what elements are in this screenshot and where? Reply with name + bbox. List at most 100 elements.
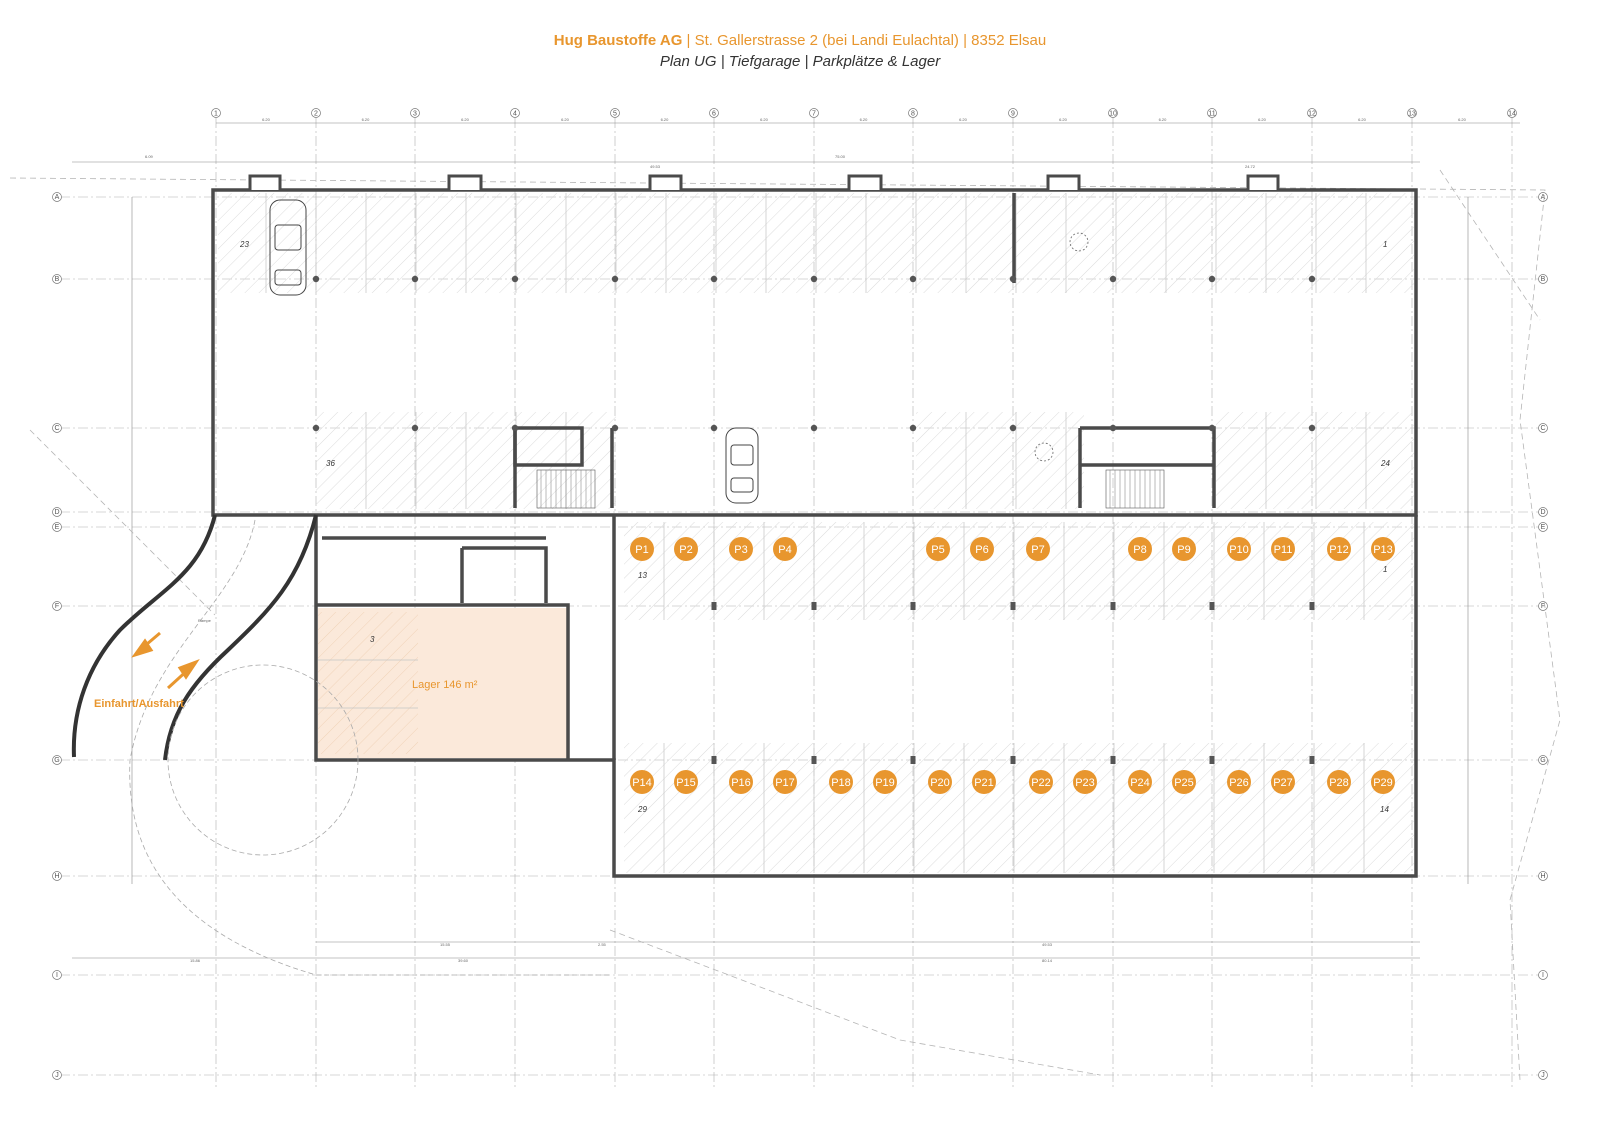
site-boundary bbox=[9, 169, 1561, 1081]
dimension-texts: 6.09 75.00 49.53 24.72 15.86 39.60 80.14… bbox=[145, 154, 1256, 963]
parking-space-label: P22 bbox=[1031, 777, 1051, 789]
badge-circle bbox=[1172, 537, 1196, 561]
grid-row-label: J bbox=[55, 1072, 59, 1079]
badge-circle bbox=[1371, 770, 1395, 794]
grid-row-marker bbox=[1538, 274, 1548, 284]
ramp-label: Einfahrt/Ausfahrt bbox=[94, 698, 184, 710]
badge-circle bbox=[1227, 770, 1251, 794]
badge-circle bbox=[829, 770, 853, 794]
dim-top-right: 24.72 bbox=[1245, 164, 1256, 169]
dim-bottom-a: 15.55 bbox=[440, 942, 451, 947]
grid-row-marker bbox=[52, 755, 62, 765]
badge-circle bbox=[928, 770, 952, 794]
badge-circle bbox=[873, 770, 897, 794]
dimension-lines bbox=[72, 122, 1520, 959]
svg-text:36: 36 bbox=[326, 459, 335, 468]
grid-row-marker bbox=[1538, 601, 1548, 611]
badge-circle bbox=[970, 537, 994, 561]
column-spacing-label: 6.20 bbox=[860, 117, 869, 122]
parking-space-label: P23 bbox=[1075, 777, 1095, 789]
parking-space-badge: P1 bbox=[630, 537, 654, 561]
parking-space-badge: P6 bbox=[970, 537, 994, 561]
grid-row-marker bbox=[52, 871, 62, 881]
parking-space-badge: P17 bbox=[773, 770, 797, 794]
parking-space-label: P21 bbox=[974, 777, 994, 789]
badge-circle bbox=[773, 537, 797, 561]
space-numbers: 23 1 36 24 13 1 29 14 bbox=[239, 240, 1390, 814]
svg-text:1: 1 bbox=[1383, 240, 1387, 249]
grid-column-marker bbox=[311, 108, 321, 118]
grid-column-marker bbox=[809, 108, 819, 118]
parking-space-label: P12 bbox=[1329, 544, 1349, 556]
grid-row-label: F bbox=[1541, 603, 1545, 610]
parking-space-badge: P10 bbox=[1227, 537, 1251, 561]
parking-space-label: P25 bbox=[1174, 777, 1194, 789]
badge-circle bbox=[674, 537, 698, 561]
badge-circle bbox=[1128, 770, 1152, 794]
parking-space-label: P15 bbox=[676, 777, 696, 789]
entry-arrow-icon bbox=[166, 658, 200, 690]
badge-circle bbox=[1327, 770, 1351, 794]
grid-row-marker bbox=[52, 423, 62, 433]
grid-row-label: I bbox=[1542, 972, 1544, 979]
grid-row-label: G bbox=[54, 757, 59, 764]
svg-text:24: 24 bbox=[1380, 459, 1390, 468]
grid-column-label: 2 bbox=[314, 111, 318, 118]
grid-column-marker bbox=[908, 108, 918, 118]
parking-space-badge: P25 bbox=[1172, 770, 1196, 794]
parking-space-badge: P7 bbox=[1026, 537, 1050, 561]
column-spacing-label: 6.20 bbox=[760, 117, 769, 122]
parking-space-badge: P8 bbox=[1128, 537, 1152, 561]
grid-column-marker bbox=[211, 108, 221, 118]
grid-column-label: 11 bbox=[1208, 111, 1215, 118]
grid-row-label: C bbox=[1540, 425, 1545, 432]
grid-column-label: 5 bbox=[613, 111, 617, 118]
parking-space-badge: P9 bbox=[1172, 537, 1196, 561]
grid-column-label: 9 bbox=[1011, 111, 1015, 118]
grid-row-label: H bbox=[54, 873, 59, 880]
column-spacing-label: 6.20 bbox=[362, 117, 371, 122]
grid-column-marker bbox=[510, 108, 520, 118]
parking-space-badge: P11 bbox=[1271, 537, 1295, 561]
column-spacing-label: 6.20 bbox=[1059, 117, 1068, 122]
parking-space-badge: P21 bbox=[972, 770, 996, 794]
grid-row-label: I bbox=[56, 972, 58, 979]
grid-column-label: 14 bbox=[1508, 111, 1516, 118]
parking-space-label: P9 bbox=[1177, 544, 1190, 556]
svg-text:13: 13 bbox=[638, 571, 647, 580]
parking-space-badge: P16 bbox=[729, 770, 753, 794]
parking-space-badge: P29 bbox=[1371, 770, 1395, 794]
parking-space-label: P5 bbox=[931, 544, 944, 556]
company-address: St. Gallerstrasse 2 (bei Landi Eulachtal… bbox=[694, 32, 959, 49]
column-spacing-label: 6.20 bbox=[1258, 117, 1267, 122]
grid-column-label: 1 bbox=[214, 111, 218, 118]
column-spacing-label: 6.20 bbox=[661, 117, 670, 122]
grid-column-label: 12 bbox=[1308, 111, 1316, 118]
parking-space-badge: P24 bbox=[1128, 770, 1152, 794]
column-spacing-label: 6.20 bbox=[1458, 117, 1467, 122]
parking-space-badge: P20 bbox=[928, 770, 952, 794]
badge-circle bbox=[1073, 770, 1097, 794]
grid-row-label: D bbox=[1540, 509, 1545, 516]
badge-circle bbox=[1271, 537, 1295, 561]
badge-circle bbox=[1026, 537, 1050, 561]
svg-text:14: 14 bbox=[1380, 805, 1389, 814]
parking-space-label: P7 bbox=[1031, 544, 1044, 556]
grid-row-label: B bbox=[1541, 276, 1546, 283]
grid-row-marker bbox=[52, 970, 62, 980]
badge-circle bbox=[729, 537, 753, 561]
badge-circle bbox=[972, 770, 996, 794]
car-icon bbox=[269, 199, 307, 296]
grid-row-label: F bbox=[55, 603, 59, 610]
grid-column-marker bbox=[1307, 108, 1317, 118]
badge-circle bbox=[729, 770, 753, 794]
title-separator: | bbox=[963, 32, 967, 49]
grid-row-marker bbox=[1538, 1070, 1548, 1080]
badge-circle bbox=[1128, 537, 1152, 561]
dim-bottom-mid: 39.60 bbox=[458, 958, 469, 963]
parking-space-badge: P3 bbox=[729, 537, 753, 561]
